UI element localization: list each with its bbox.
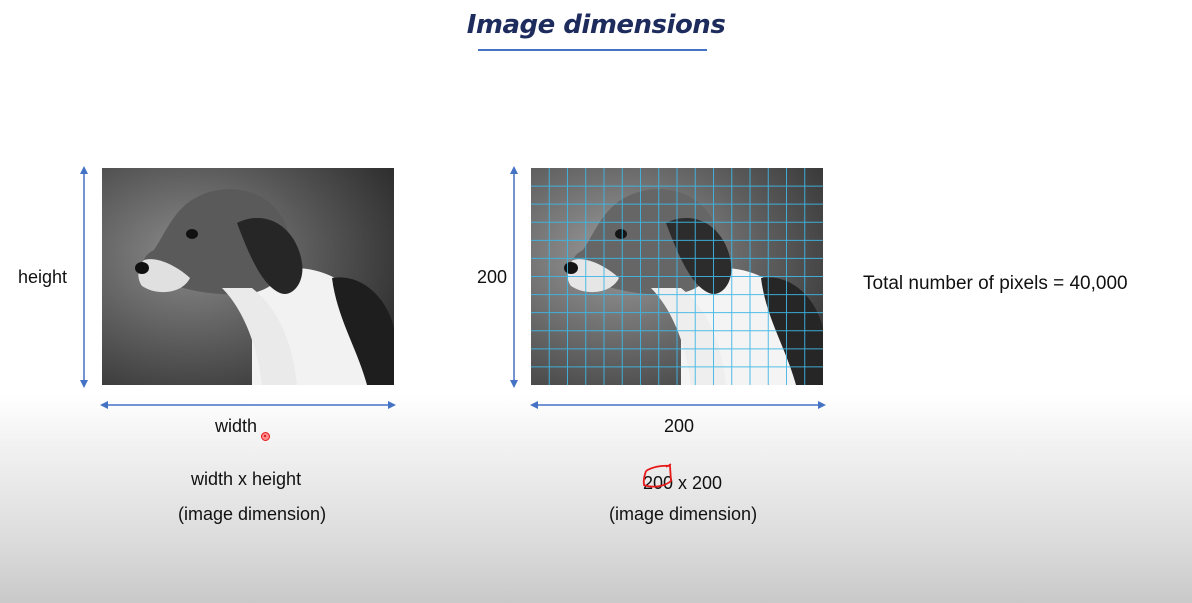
width-label: width	[215, 416, 258, 436]
width-arrow-200	[530, 401, 826, 409]
width-value-label: 200	[664, 416, 695, 436]
slide-title: Image dimensions	[466, 10, 726, 40]
width-arrow	[100, 401, 396, 409]
height-value-label: 200	[477, 267, 508, 287]
left-caption: (image dimension)	[178, 504, 327, 524]
height-label: height	[18, 267, 68, 287]
left-formula: width x height	[191, 469, 302, 489]
dog-photo-pixel-grid	[531, 168, 823, 385]
total-pixels-text: Total number of pixels = 40,000	[863, 273, 1128, 294]
dog-photo	[102, 168, 394, 385]
title-underline	[478, 49, 707, 51]
height-arrow	[80, 166, 88, 388]
laser-pointer-icon	[261, 432, 270, 441]
right-formula: 200 x 200	[643, 473, 723, 493]
right-caption: (image dimension)	[609, 504, 758, 524]
ink-scribble-icon	[642, 463, 672, 488]
height-arrow-200	[510, 166, 518, 388]
